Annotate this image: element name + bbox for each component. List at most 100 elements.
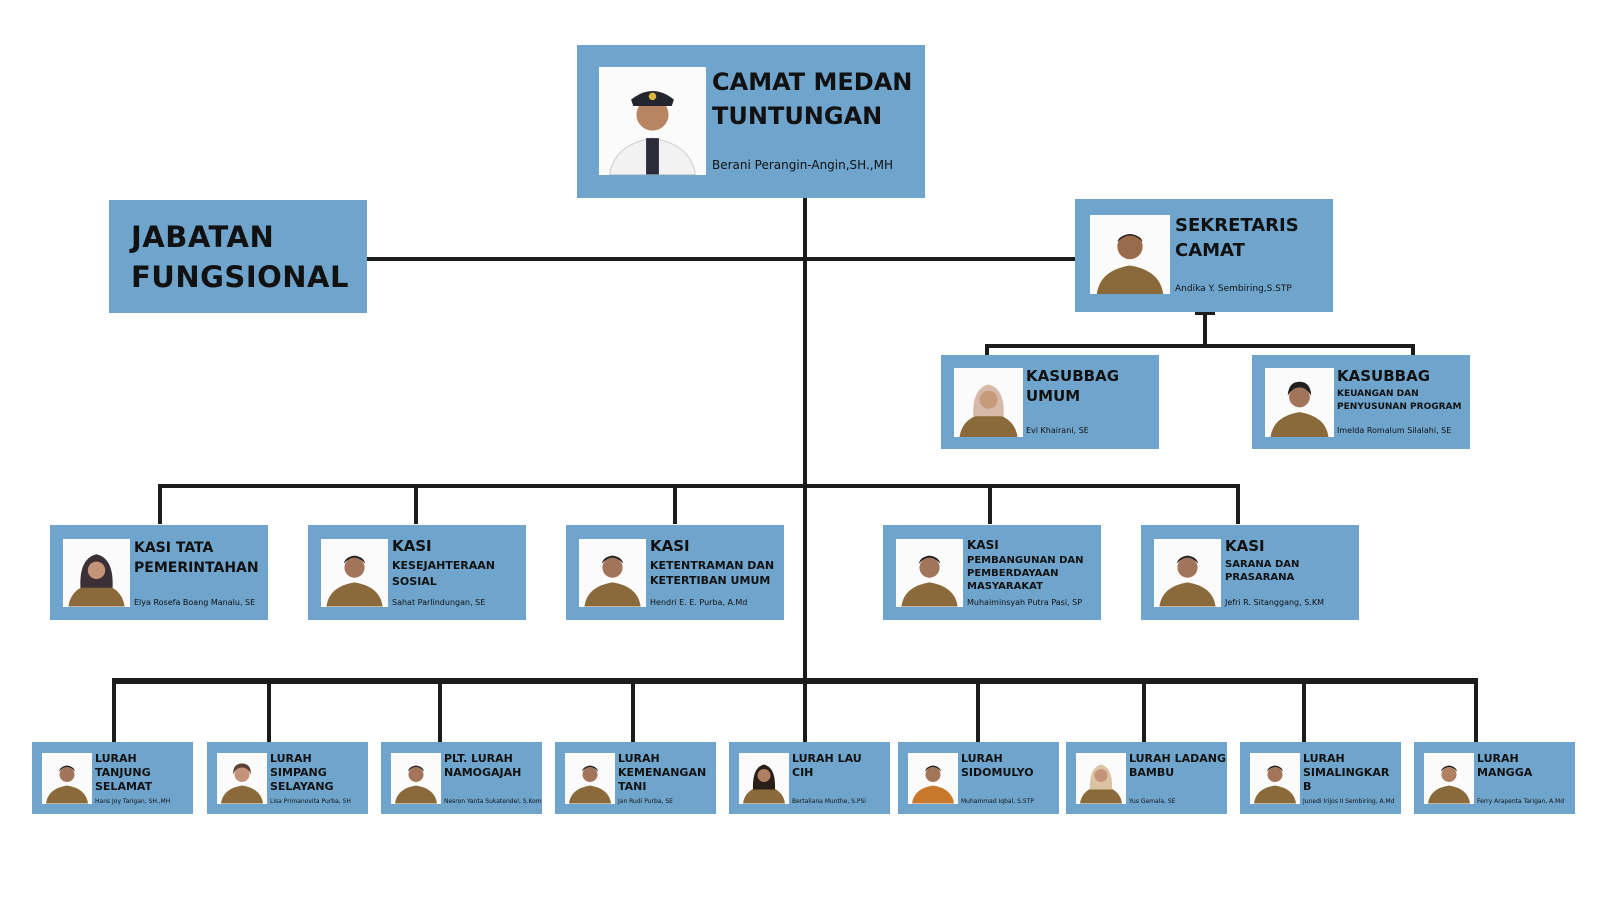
kasi-box: KASI TATA PEMERINTAHAN Elya Rosefa Boang… <box>50 525 268 620</box>
lurah-photo <box>908 753 958 804</box>
lurah-name: Yus Gemala, SE <box>1129 798 1176 805</box>
connector-lurah-drop <box>976 678 980 742</box>
kasi-photo <box>896 539 963 607</box>
staff-portrait-icon <box>739 753 789 804</box>
lurah-title: LURAH TANJUNG SELAMAT <box>95 752 153 793</box>
kasi-name: Jefri R. Sitanggang, S.KM <box>1225 598 1324 607</box>
camat-box: CAMAT MEDAN TUNTUNGAN Berani Perangin-An… <box>577 45 925 198</box>
kasi-photo <box>579 539 646 607</box>
lurah-photo <box>1250 753 1300 804</box>
sekcam-photo <box>1090 215 1170 294</box>
kasubbag-box: KASUBBAG UMUM Evi Khairani, SE <box>941 355 1159 449</box>
lurah-title: PLT. LURAH NAMOGAJAH <box>444 752 522 779</box>
lurah-name: Bertaliana Munthe, S.PSi <box>792 798 866 805</box>
fungsional-box: JABATAN FUNGSIONAL <box>109 200 367 313</box>
kasi-photo <box>63 539 130 607</box>
lurah-box: LURAH SIMALINGKAR B Junedi Irijos II Sem… <box>1240 742 1401 814</box>
connector-main-vertical <box>803 198 807 682</box>
kasi-name: Sahat Parlindungan, SE <box>392 598 486 607</box>
camat-photo <box>599 67 706 175</box>
lurah-title: LURAH SIDOMULYO <box>961 752 1034 779</box>
kasi-title: KASI <box>650 537 690 555</box>
connector-sekcam-cap <box>1195 311 1215 315</box>
kasi-sub: SARANA DAN PRASARANA <box>1225 559 1300 583</box>
lurah-name: Lisa Primanovita Purba, SH <box>270 798 351 805</box>
lurah-title: LURAH MANGGA <box>1477 752 1533 779</box>
kasi-title: KASI <box>1225 537 1265 555</box>
kasi-title: KASI <box>967 538 999 552</box>
lurah-title: LURAH SIMALINGKAR B <box>1303 752 1390 793</box>
staff-portrait-icon <box>1265 368 1334 437</box>
sekcam-box: SEKRETARIS CAMAT Andika Y. Sembiring,S.S… <box>1075 199 1333 312</box>
staff-portrait-icon <box>908 753 958 804</box>
sekcam-title: SEKRETARIS CAMAT <box>1175 215 1299 261</box>
staff-portrait-icon <box>217 753 267 804</box>
staff-portrait-icon <box>1090 215 1170 294</box>
connector-lurah-drop <box>1302 678 1306 742</box>
lurah-photo <box>565 753 615 804</box>
staff-portrait-icon <box>579 539 646 607</box>
lurah-box: LURAH LADANG BAMBU Yus Gemala, SE <box>1066 742 1227 814</box>
kasi-photo <box>1154 539 1221 607</box>
staff-portrait-icon <box>1076 753 1126 804</box>
connector-lurah-drop <box>267 678 271 742</box>
connector-kasi-drop <box>158 484 162 524</box>
kasi-name: Muhaiminsyah Putra Pasi, SP <box>967 598 1083 607</box>
lurah-title: LURAH LAU CIH <box>792 752 862 779</box>
lurah-name: Muhammad Iqbal, S.STP <box>961 798 1034 805</box>
kasubbag-name: Imelda Romalum Silalahi, SE <box>1337 426 1452 435</box>
lurah-name: Hans Joy Tarigan, SH.,MH <box>95 798 171 805</box>
kasubbag-box: KASUBBAG KEUANGAN DAN PENYUSUNAN PROGRAM… <box>1252 355 1470 449</box>
kasubbag-photo <box>954 368 1023 437</box>
staff-portrait-icon <box>565 753 615 804</box>
lurah-photo <box>739 753 789 804</box>
kasubbag-photo <box>1265 368 1334 437</box>
staff-portrait-icon <box>954 368 1023 437</box>
official-portrait-icon <box>599 67 706 175</box>
camat-name: Berani Perangin-Angin,SH.,MH <box>712 158 893 172</box>
lurah-box: LURAH SIMPANG SELAYANG Lisa Primanovita … <box>207 742 368 814</box>
connector-fungsional-sekcam <box>367 257 1075 261</box>
kasi-name: Hendri E. E. Purba, A.Md <box>650 598 748 607</box>
camat-title: CAMAT MEDAN TUNTUNGAN <box>712 68 913 130</box>
kasi-sub: KETENTRAMAN DAN KETERTIBAN UMUM <box>650 559 775 587</box>
kasi-title: KASI TATA PEMERINTAHAN <box>134 540 259 576</box>
lurah-title: LURAH SIMPANG SELAYANG <box>270 752 334 793</box>
lurah-photo <box>42 753 92 804</box>
connector-lurah-drop <box>1474 678 1478 742</box>
lurah-box: LURAH LAU CIH Bertaliana Munthe, S.PSi <box>729 742 890 814</box>
connector-kasi-drop <box>414 484 418 524</box>
kasi-box: KASI KETENTRAMAN DAN KETERTIBAN UMUM Hen… <box>566 525 784 620</box>
lurah-photo <box>217 753 267 804</box>
lurah-name: Nesron Yanta Sukatendel, S.Kom <box>444 798 542 805</box>
fungsional-title: JABATAN FUNGSIONAL <box>131 220 349 294</box>
connector-kasubbag-bar <box>985 344 1415 348</box>
lurah-box: LURAH KEMENANGAN TANI Jan Rudi Purba, SE <box>555 742 716 814</box>
connector-lurah-drop <box>438 678 442 742</box>
connector-lurah-drop <box>112 678 116 742</box>
lurah-box: LURAH MANGGA Ferry Arapenta Tarigan, A.M… <box>1414 742 1575 814</box>
connector-lurah-bar <box>112 678 1476 684</box>
kasi-box: KASI PEMBANGUNAN DAN PEMBERDAYAAN MASYAR… <box>883 525 1101 620</box>
kasubbag-name: Evi Khairani, SE <box>1026 426 1089 435</box>
connector-kasi-drop <box>1236 484 1240 524</box>
kasi-photo <box>321 539 388 607</box>
kasi-box: KASI KESEJAHTERAAN SOSIAL Sahat Parlindu… <box>308 525 526 620</box>
staff-portrait-icon <box>42 753 92 804</box>
lurah-photo <box>391 753 441 804</box>
connector-sekcam-down <box>1203 311 1207 345</box>
kasi-sub: PEMBANGUNAN DAN PEMBERDAYAAN MASYARAKAT <box>967 555 1084 592</box>
staff-portrait-icon <box>321 539 388 607</box>
kasubbag-title: KASUBBAG <box>1337 367 1431 385</box>
lurah-name: Ferry Arapenta Tarigan, A.Md <box>1477 798 1565 805</box>
kasi-title: KASI <box>392 537 432 555</box>
sekcam-name: Andika Y. Sembiring,S.STP <box>1175 284 1292 294</box>
connector-lurah-drop <box>631 678 635 742</box>
kasubbag-sub: UMUM <box>1026 387 1081 405</box>
staff-portrait-icon <box>63 539 130 607</box>
connector-kasubbag-drop <box>985 344 989 356</box>
kasi-box: KASI SARANA DAN PRASARANA Jefri R. Sitan… <box>1141 525 1359 620</box>
connector-kasi-bar <box>158 484 1240 488</box>
lurah-box: PLT. LURAH NAMOGAJAH Nesron Yanta Sukate… <box>381 742 542 814</box>
staff-portrait-icon <box>1250 753 1300 804</box>
